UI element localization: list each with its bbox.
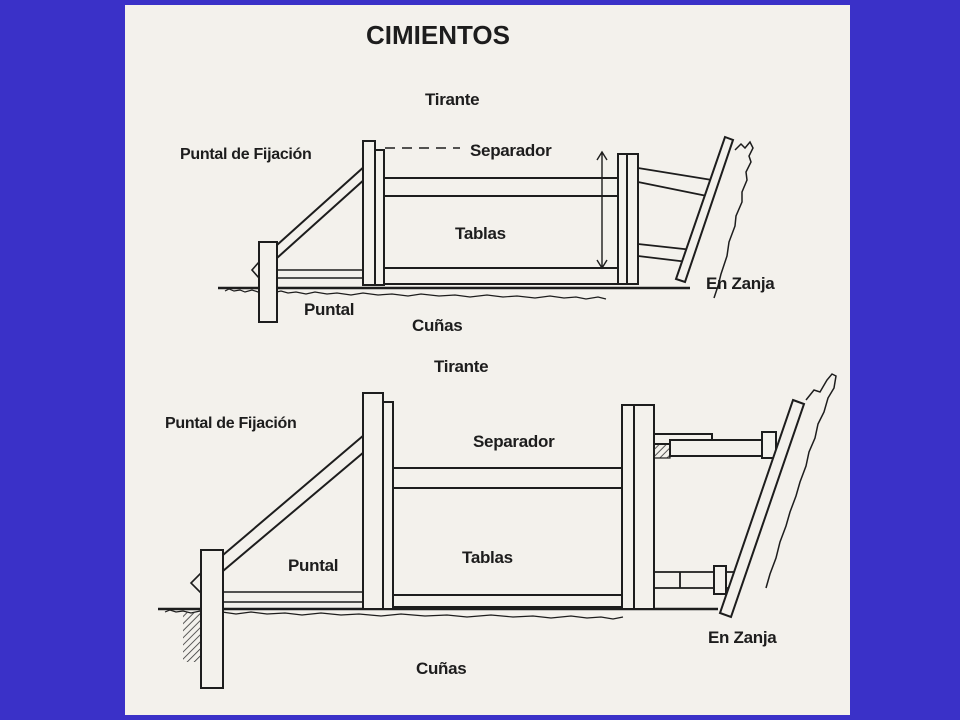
bottom-separador-label: Separador xyxy=(473,432,555,451)
bottom-puntal-label: Puntal xyxy=(288,556,339,575)
top-soil-edge xyxy=(713,140,754,299)
bottom-soil-edge xyxy=(765,373,837,589)
top-right-upright xyxy=(617,153,628,285)
bottom-trench-strut-upper xyxy=(669,439,763,457)
top-plank-lower xyxy=(383,267,619,285)
top-brace xyxy=(276,164,367,259)
bottom-tablas-label: Tablas xyxy=(462,548,513,567)
bottom-right-upright xyxy=(621,404,635,610)
bottom-trench-strut-cap xyxy=(761,431,777,459)
top-tablas-label: Tablas xyxy=(455,224,506,243)
top-puntal-label: Puntal xyxy=(304,300,355,319)
bottom-ground-hatch xyxy=(183,612,203,662)
bottom-right-upright-inner xyxy=(633,404,655,610)
top-separator-arrow xyxy=(596,150,608,270)
top-trench-board xyxy=(674,135,735,284)
top-trench-strut-lower xyxy=(637,243,694,263)
bottom-plank-lower xyxy=(392,594,624,608)
top-left-upright xyxy=(362,140,376,286)
bottom-cunas-label: Cuñas xyxy=(416,659,467,678)
top-right-upright-inner xyxy=(626,153,639,285)
bottom-ground-texture xyxy=(164,609,624,620)
top-tirante-label: Tirante xyxy=(425,90,480,109)
top-stake xyxy=(258,241,278,323)
bottom-brace xyxy=(222,434,365,572)
top-puntal-fijacion-label: Puntal de Fijación xyxy=(180,146,312,163)
top-en-zanja-label: En Zanja xyxy=(706,274,775,293)
bottom-en-zanja-label: En Zanja xyxy=(708,628,777,647)
bottom-left-upright xyxy=(362,392,384,610)
bottom-kicker xyxy=(223,591,364,603)
top-plank-upper xyxy=(383,177,619,197)
bottom-tirante-label: Tirante xyxy=(434,357,489,376)
top-separador-label: Separador xyxy=(470,141,552,160)
top-cunas-label: Cuñas xyxy=(412,316,463,335)
bottom-strut-hatch xyxy=(653,443,671,459)
bottom-trench-strut-lower-cap xyxy=(713,565,727,595)
top-formwork-diagram xyxy=(218,135,754,323)
bottom-trench-board xyxy=(718,398,806,619)
top-kicker xyxy=(277,269,366,279)
top-trench-strut-upper xyxy=(637,167,713,197)
bottom-puntal-fijacion-label: Puntal de Fijación xyxy=(165,415,297,432)
bottom-stake xyxy=(200,549,224,689)
bottom-plank-upper xyxy=(392,467,624,489)
bottom-left-upright-inner xyxy=(382,401,394,610)
top-wedge xyxy=(250,261,260,279)
page-title: CIMIENTOS xyxy=(366,20,510,50)
bottom-wedge xyxy=(189,572,202,594)
bottom-formwork-diagram xyxy=(158,373,837,689)
top-ground-texture xyxy=(224,288,607,300)
top-left-upright-inner xyxy=(374,149,385,286)
